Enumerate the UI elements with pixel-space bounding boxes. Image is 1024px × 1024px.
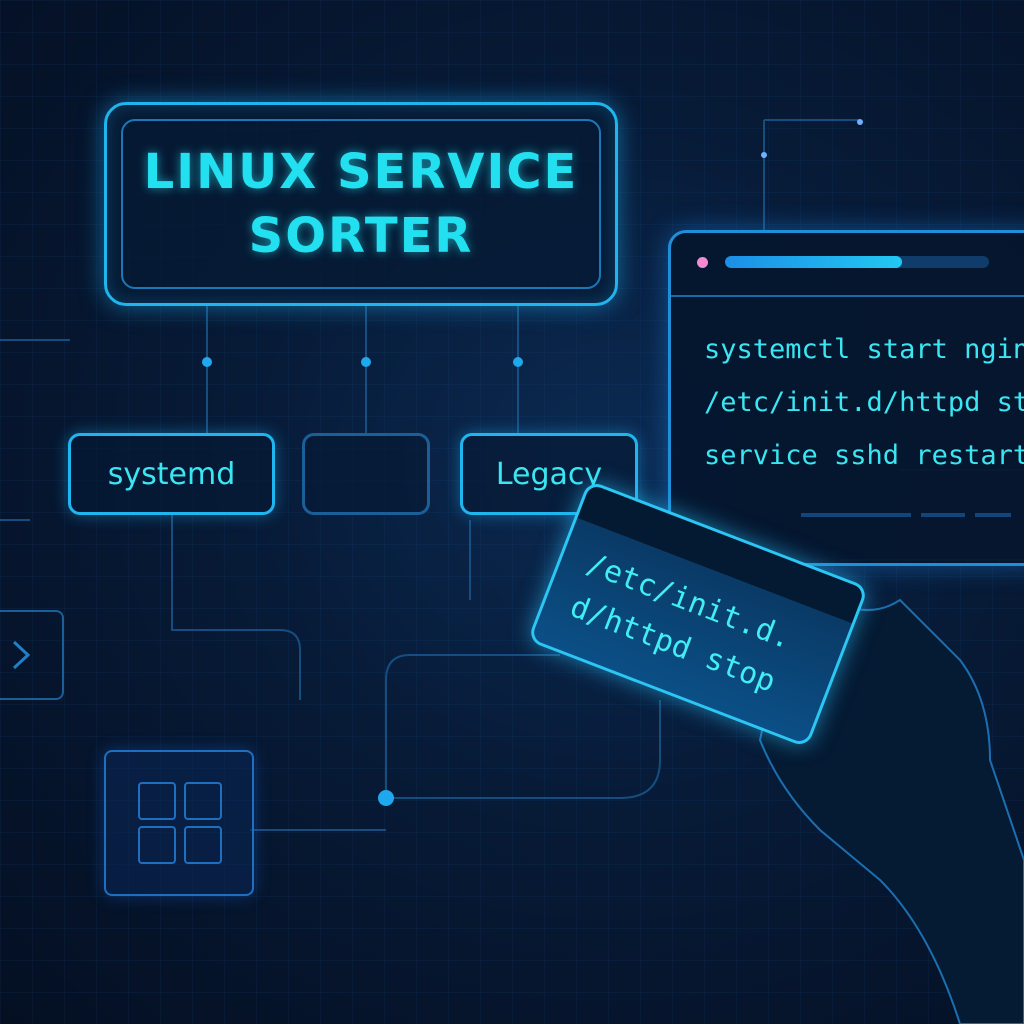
command-item[interactable]: systemctl start nginx xyxy=(704,334,1024,365)
terminal-title-bar xyxy=(671,233,1024,297)
progress-bar xyxy=(725,256,989,268)
grid-app-icon[interactable] xyxy=(104,750,254,896)
divider xyxy=(801,513,1011,517)
category-label: systemd xyxy=(107,456,236,492)
page-title: LINUX SERVICE SORTER xyxy=(143,144,579,264)
progress-fill xyxy=(725,256,902,268)
command-item[interactable]: service sshd restart xyxy=(704,440,1024,471)
expand-button[interactable] xyxy=(0,610,64,700)
terminal-window: systemctl start nginx /etc/init.d/httpd … xyxy=(668,230,1024,566)
category-systemd[interactable]: systemd xyxy=(68,433,275,515)
command-item[interactable]: /etc/init.d/httpd stop xyxy=(704,387,1024,418)
chevron-right-icon xyxy=(12,640,31,670)
title-panel: LINUX SERVICE SORTER xyxy=(104,102,618,306)
category-label: Legacy xyxy=(495,456,603,492)
status-dot-icon xyxy=(697,257,708,268)
category-empty-slot[interactable] xyxy=(302,433,430,515)
command-list: systemctl start nginx /etc/init.d/httpd … xyxy=(704,323,1024,482)
